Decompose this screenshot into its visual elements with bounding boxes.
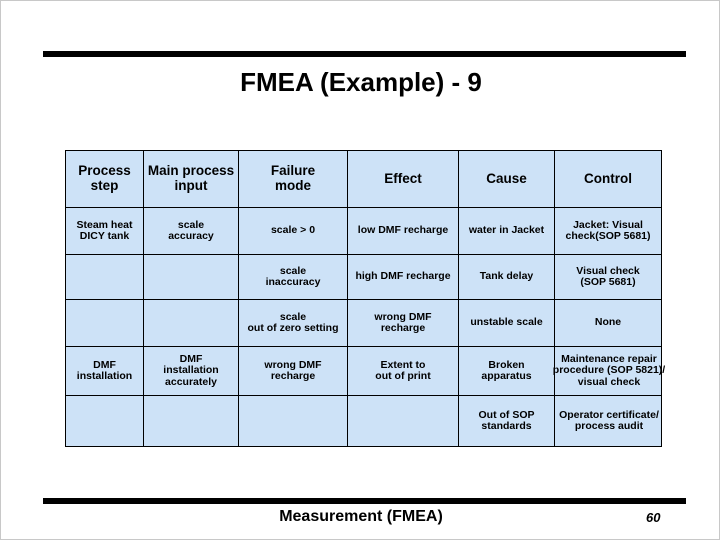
cell-cause: unstable scale [458,299,555,347]
column-header-main-process-input: Main process input [143,150,239,208]
cell-text: Operator certificate/ process audit [559,408,659,432]
table-row: DMF installation DMF installation accura… [65,346,665,396]
cell-failure-mode: scale out of zero setting [238,299,348,347]
cell-cause: Out of SOP standards [458,395,555,447]
column-header-failure-mode: Failure mode [238,150,348,208]
cell-cause: Broken apparatus [458,346,555,396]
table-row: scale inaccuracy high DMF recharge Tank … [65,254,662,300]
cell-text: Out of SOP standards [478,408,535,432]
cell-process-step: Steam heat DICY tank [65,207,144,255]
cell-effect: high DMF recharge [347,254,459,300]
cell-effect: wrong DMF recharge [347,299,459,347]
cell-effect [347,395,459,447]
column-header-effect: Effect [347,150,459,208]
cell-text: Tank delay [479,270,534,283]
cell-text: water in Jacket [468,224,545,237]
cell-text: DMF installation [76,358,133,382]
cell-control: Visual check (SOP 5681) [554,254,662,300]
cell-text: scale > 0 [270,224,316,237]
column-header-label: Failure mode [270,163,316,193]
cell-main-process-input [143,254,239,300]
top-divider-rule [43,51,686,57]
cell-text: wrong DMF recharge [264,358,322,382]
cell-process-step: DMF installation [65,346,144,396]
cell-main-process-input: DMF installation accurately [143,346,239,396]
cell-text: None [594,316,622,329]
cell-main-process-input: scale accuracy [143,207,239,255]
cell-cause: Tank delay [458,254,555,300]
fmea-table: Process step Main process input Failure … [65,150,665,447]
footer-label: Measurement (FMEA) [279,508,443,525]
cell-text: wrong DMF recharge [374,310,432,334]
cell-text: scale inaccuracy [265,264,321,288]
column-header-label: Main process input [147,163,235,193]
cell-control: Jacket: Visual check(SOP 5681) [554,207,662,255]
cell-text: low DMF recharge [357,224,449,237]
page-number: 60 [646,510,661,525]
table-row: Steam heat DICY tank scale accuracy scal… [65,207,662,255]
cell-text: scale accuracy [168,218,214,242]
cell-main-process-input [143,299,239,347]
cell-text: Jacket: Visual check(SOP 5681) [565,218,651,242]
column-header-label: Control [584,170,632,186]
bottom-divider-rule [43,498,686,504]
cell-main-process-input [143,395,239,447]
cell-text: Extent to out of print [375,358,431,382]
column-header-label: Effect [384,170,422,186]
cell-control: None [554,299,662,347]
cell-text: scale out of zero setting [247,310,339,334]
column-header-label: Process step [78,163,131,193]
cell-text: high DMF recharge [355,270,451,283]
cell-text: unstable scale [470,316,543,329]
cell-effect: Extent to out of print [347,346,459,396]
cell-text: DMF installation accurately [163,353,219,388]
cell-text: Maintenance repair procedure (SOP 5821)/… [552,353,666,388]
page-title: FMEA (Example) - 9 [240,67,482,97]
cell-text: Broken apparatus [481,358,532,382]
cell-text: Steam heat DICY tank [76,218,133,242]
table-header-row: Process step Main process input Failure … [65,150,662,208]
cell-failure-mode: scale inaccuracy [238,254,348,300]
cell-failure-mode [238,395,348,447]
cell-process-step [65,395,144,447]
cell-process-step [65,299,144,347]
table-row: scale out of zero setting wrong DMF rech… [65,299,662,347]
column-header-cause: Cause [458,150,555,208]
cell-control: Maintenance repair procedure (SOP 5821)/… [553,346,665,396]
cell-failure-mode: wrong DMF recharge [238,346,348,396]
cell-failure-mode: scale > 0 [238,207,348,255]
cell-process-step [65,254,144,300]
column-header-label: Cause [486,170,527,186]
cell-text: Visual check (SOP 5681) [576,264,640,288]
column-header-process-step: Process step [65,150,144,208]
cell-cause: water in Jacket [458,207,555,255]
cell-control: Operator certificate/ process audit [554,395,662,447]
table-row: Out of SOP standards Operator certificat… [65,395,662,447]
cell-effect: low DMF recharge [347,207,459,255]
column-header-control: Control [554,150,662,208]
